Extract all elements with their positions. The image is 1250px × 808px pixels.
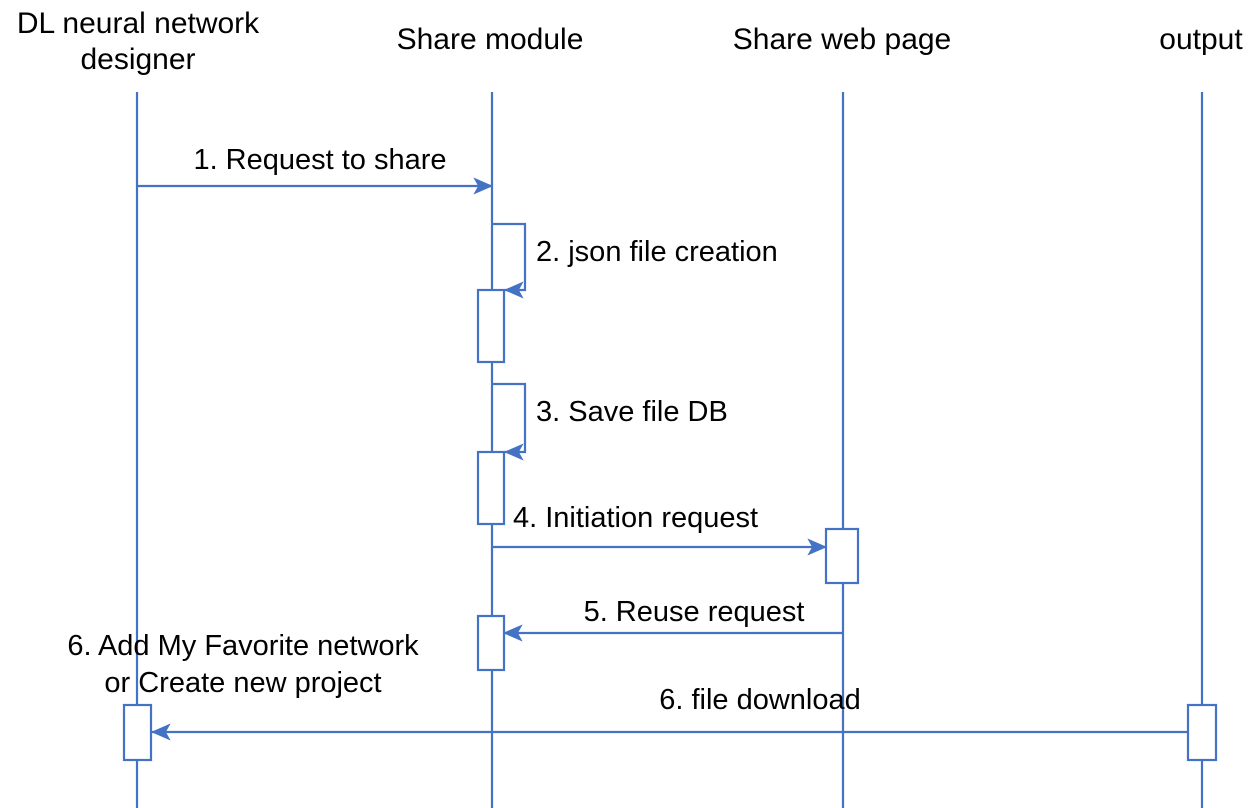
activation-box-act-share-web-page-4 <box>824 527 860 585</box>
lifeline-header-output: output <box>1159 23 1243 56</box>
lifelines-group <box>135 92 1204 808</box>
message-selfloop-3 <box>492 382 527 461</box>
messages-group <box>137 177 1213 741</box>
activation-box-act-designer-6 <box>122 703 153 762</box>
message-label-5: 5. Reuse request <box>583 596 805 628</box>
message-label-3: 3. Save file DB <box>536 396 728 428</box>
lifeline-header-designer: DL neural network designer <box>16 7 260 76</box>
activation-box-act-share-module-5 <box>476 614 506 672</box>
message-selfloop-2 <box>492 222 527 299</box>
lifeline-header-share_web_page: Share web page <box>732 23 952 56</box>
message-label-4: 4. Initiation request <box>513 502 759 534</box>
message-label-1: 1. Request to share <box>193 144 447 176</box>
message-label-6a: 6. Add My Favorite network or Create new… <box>67 630 419 699</box>
activation-box-act-output-6 <box>1186 703 1218 762</box>
activation-box-act-share-module-2 <box>476 288 506 364</box>
activations-group <box>122 288 1218 762</box>
message-label-6b: 6. file download <box>659 684 861 716</box>
activation-box-act-share-module-3 <box>476 450 506 526</box>
message-label-2: 2. json file creation <box>536 236 778 268</box>
lifeline-header-share_module: Share module <box>396 23 584 56</box>
